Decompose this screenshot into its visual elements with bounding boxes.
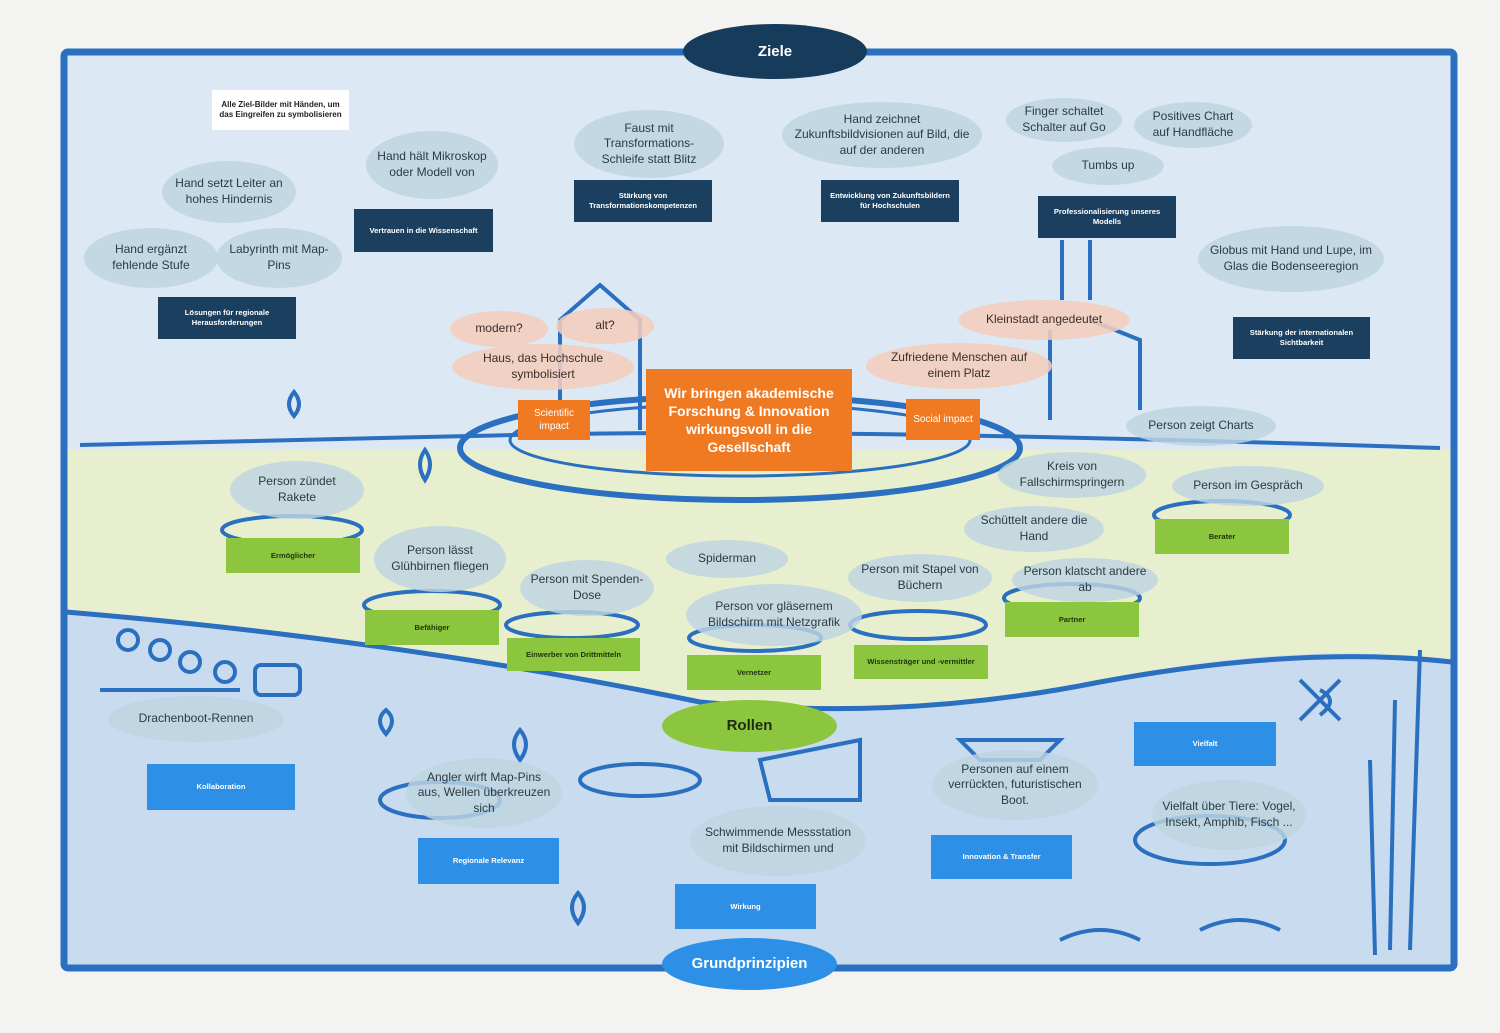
principle-cloud-messstation: Schwimmende Messstation mit Bildschirmen… <box>690 806 866 876</box>
principle-innovation: Innovation & Transfer <box>931 835 1072 879</box>
goal-cloud-faust: Faust mit Transformations-Schleife statt… <box>574 110 724 178</box>
goal-cloud-finger: Finger schaltet Schalter auf Go <box>1006 98 1122 142</box>
impact-cloud-alt: alt? <box>556 308 654 344</box>
principle-vielfalt: Vielfalt <box>1134 722 1276 766</box>
principle-cloud-drachenboot: Drachenboot-Rennen <box>108 696 284 742</box>
role-cloud-gespraech: Person im Gespräch <box>1172 466 1324 506</box>
goal-sichtbarkeit: Stärkung der internationalen Sichtbarkei… <box>1233 317 1370 359</box>
role-wissen: Wissensträger und -vermittler <box>854 645 988 679</box>
principle-regional: Regionale Relevanz <box>418 838 559 884</box>
goal-transformation: Stärkung von Transformationskompetenzen <box>574 180 712 222</box>
goal-cloud-mikroskop: Hand hält Mikroskop oder Modell von <box>366 131 498 199</box>
impact-cloud-kleinstadt: Kleinstadt angedeutet <box>958 300 1130 340</box>
grundprinzipien-heading: Grundprinzipien <box>662 938 837 990</box>
principle-cloud-tiere: Vielfalt über Tiere: Vogel, Insekt, Amph… <box>1152 780 1306 850</box>
role-cloud-gluehbirnen: Person lässt Glühbirnen fliegen <box>374 526 506 592</box>
crowd-sketch <box>100 628 302 697</box>
scientific-impact-label: Scientific impact <box>518 400 590 440</box>
impact-cloud-menschen: Zufriedene Menschen auf einem Platz <box>866 343 1052 389</box>
role-cloud-schuettelt: Schüttelt andere die Hand <box>964 506 1104 552</box>
ziele-heading: Ziele <box>683 24 867 79</box>
impact-cloud-modern: modern? <box>450 311 548 347</box>
goal-cloud-tumbs: Tumbs up <box>1052 147 1164 185</box>
goal-cloud-stufe: Hand ergänzt fehlende Stufe <box>84 228 218 288</box>
role-cloud-spiderman: Spiderman <box>666 540 788 578</box>
role-cloud-spenden: Person mit Spenden-Dose <box>520 560 654 616</box>
principle-wirkung: Wirkung <box>675 884 816 929</box>
role-ermoeglicher: Ermöglicher <box>226 538 360 573</box>
goal-zukunft: Entwicklung von Zukunftsbildern für Hoch… <box>821 180 959 222</box>
goal-cloud-labyrinth: Labyrinth mit Map-Pins <box>216 228 342 288</box>
goal-tower-sketch <box>1060 240 1092 300</box>
role-vernetzer: Vernetzer <box>687 655 821 690</box>
water-zone <box>64 610 1454 968</box>
role-cloud-bildschirm: Person vor gläsernem Bildschirm mit Netz… <box>686 584 862 646</box>
role-cloud-kreis: Kreis von Fallschirmspringern <box>998 452 1146 498</box>
goal-cloud-globus: Globus mit Hand und Lupe, im Glas die Bo… <box>1198 226 1384 292</box>
role-cloud-buecher: Person mit Stapel von Büchern <box>848 554 992 602</box>
role-partner: Partner <box>1005 602 1139 637</box>
map-pins <box>287 388 586 927</box>
goal-cloud-chart: Positives Chart auf Handfläche <box>1134 102 1252 148</box>
mission-statement: Wir bringen akademische Forschung & Inno… <box>646 369 852 471</box>
goal-vertrauen: Vertrauen in die Wissenschaft <box>354 209 493 252</box>
goal-cloud-leiter: Hand setzt Leiter an hohes Hindernis <box>162 161 296 223</box>
role-befaehiger: Befähiger <box>365 610 499 645</box>
impact-cloud-haus: Haus, das Hochschule symbolisiert <box>452 344 634 390</box>
role-cloud-klatscht: Person klatscht andere ab <box>1012 558 1158 602</box>
social-impact-label: Social impact <box>906 399 980 440</box>
goal-loesungen: Lösungen für regionale Herausforderungen <box>158 297 296 339</box>
goal-professionalisierung: Professionalisierung unseres Modells <box>1038 196 1176 238</box>
role-cloud-charts: Person zeigt Charts <box>1126 406 1276 446</box>
role-einwerber: Einwerber von Drittmitteln <box>507 638 640 671</box>
role-cloud-rakete: Person zündet Rakete <box>230 461 364 519</box>
role-berater: Berater <box>1155 519 1289 554</box>
rollen-heading: Rollen <box>662 700 837 752</box>
goal-cloud-zeichnet: Hand zeichnet Zukunftsbildvisionen auf B… <box>782 102 982 168</box>
principle-cloud-angler: Angler wirft Map-Pins aus, Wellen überkr… <box>406 758 562 828</box>
principle-cloud-boot: Personen auf einem verrückten, futuristi… <box>932 750 1098 820</box>
riverbank-line <box>65 609 1453 712</box>
principle-kollaboration: Kollaboration <box>147 764 295 810</box>
reed-sketch <box>1298 649 1422 956</box>
note-box: Alle Ziel-Bilder mit Händen, um das Eing… <box>212 90 349 130</box>
